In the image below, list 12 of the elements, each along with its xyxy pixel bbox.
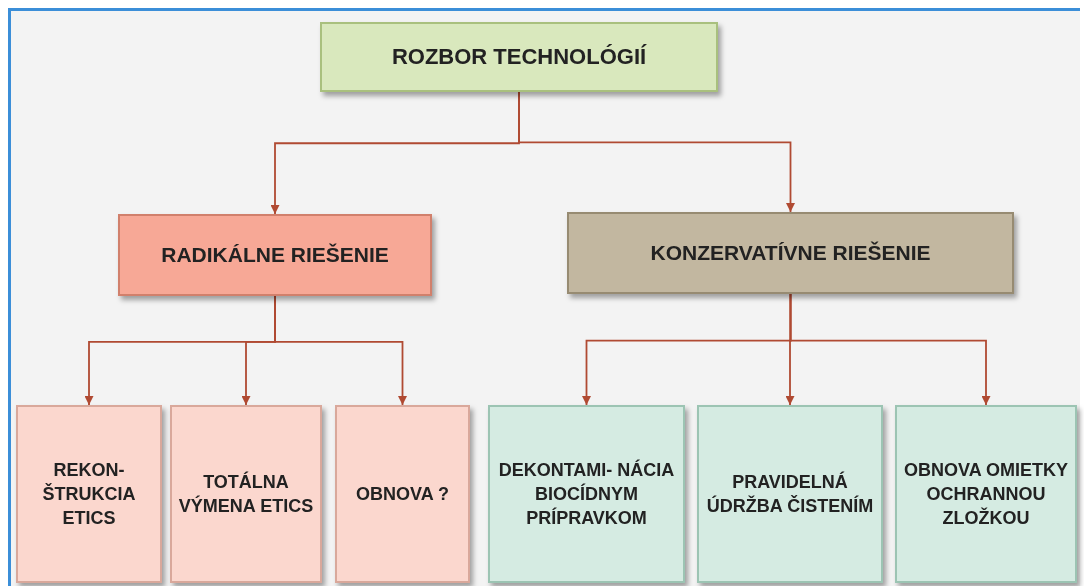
arrow: [789, 293, 991, 406]
arrow: [274, 295, 407, 406]
option-box: OBNOVA OMIETKY OCHRANNOU ZLOŽKOU: [895, 405, 1077, 583]
category-box: KONZERVATÍVNE RIEŠENIE: [567, 212, 1014, 294]
option-box: PRAVIDELNÁ ÚDRŽBA ČISTENÍM: [697, 405, 883, 583]
category-box: RADIKÁLNE RIEŠENIE: [118, 214, 432, 296]
arrow: [518, 91, 795, 213]
option-box: TOTÁLNA VÝMENA ETICS: [170, 405, 322, 583]
option-box: REKON- ŠTRUKCIA ETICS: [16, 405, 162, 583]
option-box: DEKONTAMI- NÁCIA BIOCÍDNYM PRÍPRAVKOM: [488, 405, 685, 583]
title-box: ROZBOR TECHNOLÓGIÍ: [320, 22, 718, 92]
option-box: OBNOVA ?: [335, 405, 470, 583]
